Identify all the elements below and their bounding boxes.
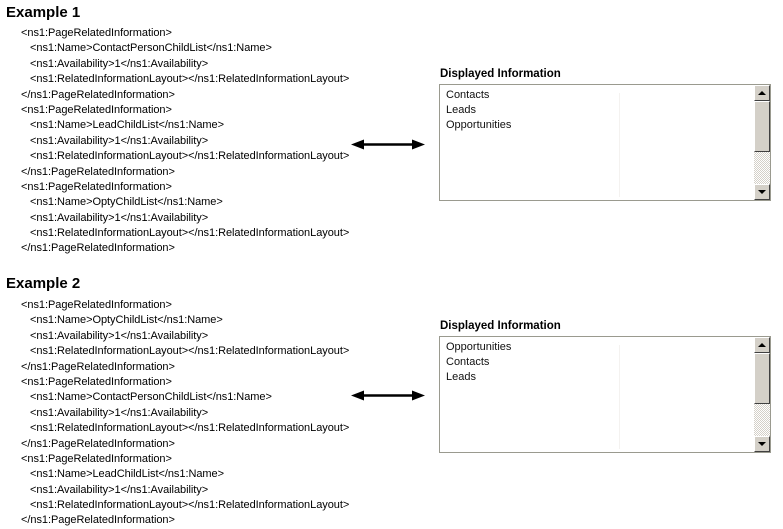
list-item[interactable]: Opportunities xyxy=(446,119,512,131)
scrollbar-thumb[interactable] xyxy=(754,353,770,404)
xml-line: <ns1:Availability>1</ns1:Availability> xyxy=(30,134,209,147)
scrollbar-track[interactable] xyxy=(754,101,770,184)
scrollbar-thumb[interactable] xyxy=(754,101,770,152)
xml-line: <ns1:RelatedInformationLayout></ns1:Rela… xyxy=(30,73,350,86)
xml-line: <ns1:Availability>1</ns1:Availability> xyxy=(30,329,209,342)
xml-line: <ns1:Name>LeadChildList</ns1:Name> xyxy=(30,468,224,481)
xml-line: <ns1:Name>LeadChildList</ns1:Name> xyxy=(30,119,224,132)
xml-line: <ns1:PageRelatedInformation> xyxy=(21,299,172,311)
xml-line: <ns1:RelatedInformationLayout></ns1:Rela… xyxy=(30,227,350,240)
vertical-scrollbar[interactable] xyxy=(754,85,770,200)
double-headed-arrow-icon xyxy=(351,389,425,402)
xml-line: <ns1:Availability>1</ns1:Availability> xyxy=(30,57,209,70)
example-2-xml-code: <ns1:PageRelatedInformation> <ns1:Name>Op… xyxy=(21,298,349,529)
xml-line: <ns1:Availability>1</ns1:Availability> xyxy=(30,483,209,496)
xml-line: <ns1:PageRelatedInformation> xyxy=(21,27,172,39)
xml-line: </ns1:PageRelatedInformation> xyxy=(21,88,175,101)
listbox-artifact-line xyxy=(619,93,620,197)
xml-line: <ns1:Name>ContactPersonChildList</ns1:Na… xyxy=(30,42,272,55)
xml-line: </ns1:PageRelatedInformation> xyxy=(21,242,175,255)
xml-line: <ns1:Availability>1</ns1:Availability> xyxy=(30,211,209,224)
xml-line: <ns1:RelatedInformationLayout></ns1:Rela… xyxy=(30,499,350,512)
listbox-artifact-line xyxy=(619,345,620,449)
list-item[interactable]: Opportunities xyxy=(446,341,512,353)
xml-line: <ns1:RelatedInformationLayout></ns1:Rela… xyxy=(30,345,350,358)
example-1-xml-code: <ns1:PageRelatedInformation> <ns1:Name>Co… xyxy=(21,26,349,257)
xml-line: </ns1:PageRelatedInformation> xyxy=(21,437,175,450)
list-item[interactable]: Leads xyxy=(446,371,476,383)
xml-line: <ns1:Name>OptyChildList</ns1:Name> xyxy=(30,314,223,327)
example-2-heading: Example 2 xyxy=(6,275,81,292)
xml-line: </ns1:PageRelatedInformation> xyxy=(21,514,175,527)
xml-line: <ns1:PageRelatedInformation> xyxy=(21,375,172,388)
vertical-scrollbar[interactable] xyxy=(754,337,770,452)
double-headed-arrow-icon xyxy=(351,138,425,151)
scroll-up-arrow-icon[interactable] xyxy=(754,85,770,101)
xml-line: <ns1:PageRelatedInformation> xyxy=(21,103,172,116)
xml-line: <ns1:PageRelatedInformation> xyxy=(21,180,172,193)
xml-line: <ns1:RelatedInformationLayout></ns1:Rela… xyxy=(30,150,350,163)
xml-line: </ns1:PageRelatedInformation> xyxy=(21,360,175,373)
panel-title: Displayed Information xyxy=(440,320,561,332)
xml-line: <ns1:Name>ContactPersonChildList</ns1:Na… xyxy=(30,391,272,404)
xml-line: </ns1:PageRelatedInformation> xyxy=(21,165,175,178)
xml-line: <ns1:RelatedInformationLayout></ns1:Rela… xyxy=(30,422,350,435)
list-item[interactable]: Contacts xyxy=(446,356,490,368)
xml-line: <ns1:Name>OptyChildList</ns1:Name> xyxy=(30,196,223,209)
list-item[interactable]: Contacts xyxy=(446,89,490,101)
scroll-down-arrow-icon[interactable] xyxy=(754,184,770,200)
scrollbar-track[interactable] xyxy=(754,353,770,436)
scroll-up-arrow-icon[interactable] xyxy=(754,337,770,353)
xml-line: <ns1:Availability>1</ns1:Availability> xyxy=(30,406,209,419)
scroll-down-arrow-icon[interactable] xyxy=(754,436,770,452)
xml-line: <ns1:PageRelatedInformation> xyxy=(21,452,172,465)
example-1-heading: Example 1 xyxy=(6,4,81,21)
panel-title: Displayed Information xyxy=(440,68,561,80)
list-item[interactable]: Leads xyxy=(446,104,476,116)
